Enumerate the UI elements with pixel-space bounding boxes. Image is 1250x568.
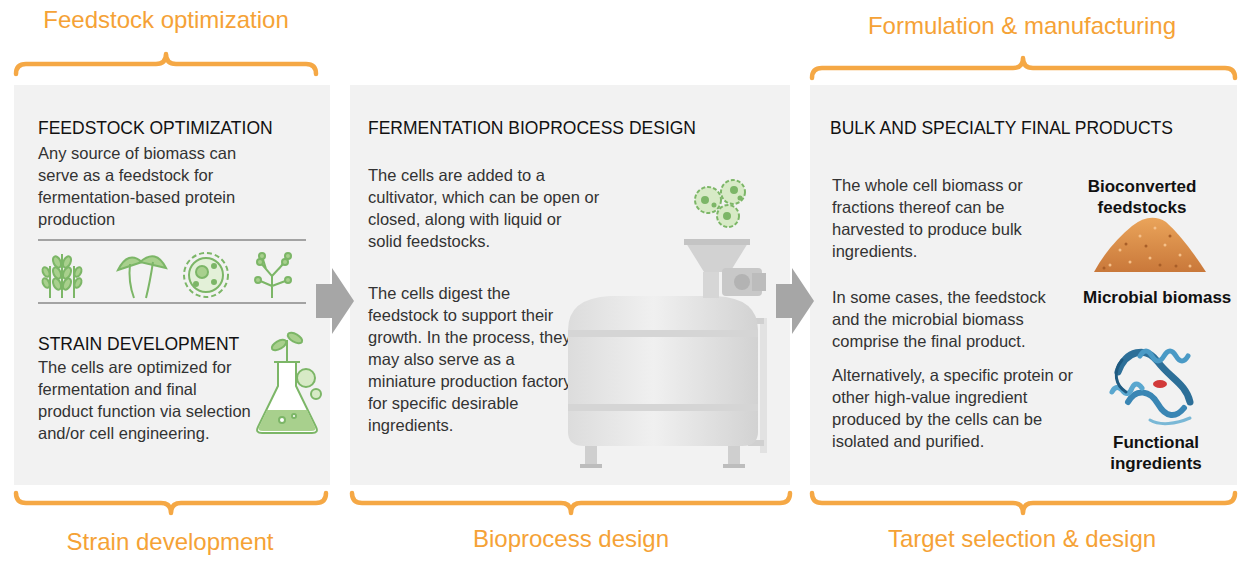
panel-heading: BULK AND SPECIALTY FINAL PRODUCTS	[830, 117, 1173, 139]
product-label: Microbial biomass	[1083, 287, 1231, 308]
stage-label: Bioprocess design	[473, 525, 669, 553]
orange-bracket	[352, 493, 790, 513]
stage-label: Formulation & manufacturing	[868, 12, 1176, 40]
orange-bracket	[812, 493, 1235, 513]
panel-body-text: Any source of biomass can serve as a fee…	[38, 142, 278, 230]
stage-label: Strain development	[67, 528, 274, 556]
orange-bracket	[16, 54, 316, 74]
panel-body-text: The cells digest the feedstock to suppor…	[368, 282, 573, 436]
process-panel: FEEDSTOCK OPTIMIZATION Any source of biom…	[14, 85, 330, 485]
panel-heading: STRAIN DEVELOPMENT	[38, 333, 239, 355]
panel-body-text: The cells are optimized for fermentation…	[38, 356, 256, 444]
orange-bracket	[16, 493, 326, 513]
panel-body-text: Alternatively, a specific protein or oth…	[832, 364, 1084, 452]
panel-body-text: The cells are added to a cultivator, whi…	[368, 164, 600, 252]
panel-heading: FEEDSTOCK OPTIMIZATION	[38, 117, 273, 139]
orange-bracket	[812, 58, 1235, 78]
process-panel: BULK AND SPECIALTY FINAL PRODUCTS The who…	[810, 85, 1237, 485]
panel-body-text: In some cases, the feedstock and the mic…	[832, 286, 1074, 352]
product-label: Bioconverted feedstocks	[1077, 176, 1207, 218]
product-label: Functional ingredients	[1096, 432, 1216, 474]
stage-label: Target selection & design	[888, 525, 1156, 553]
panel-body-text: The whole cell biomass or fractions ther…	[832, 174, 1074, 262]
panel-heading: FERMENTATION BIOPROCESS DESIGN	[368, 117, 696, 139]
stage-label: Feedstock optimization	[43, 6, 288, 34]
process-panel: FERMENTATION BIOPROCESS DESIGN The cells …	[350, 85, 790, 485]
